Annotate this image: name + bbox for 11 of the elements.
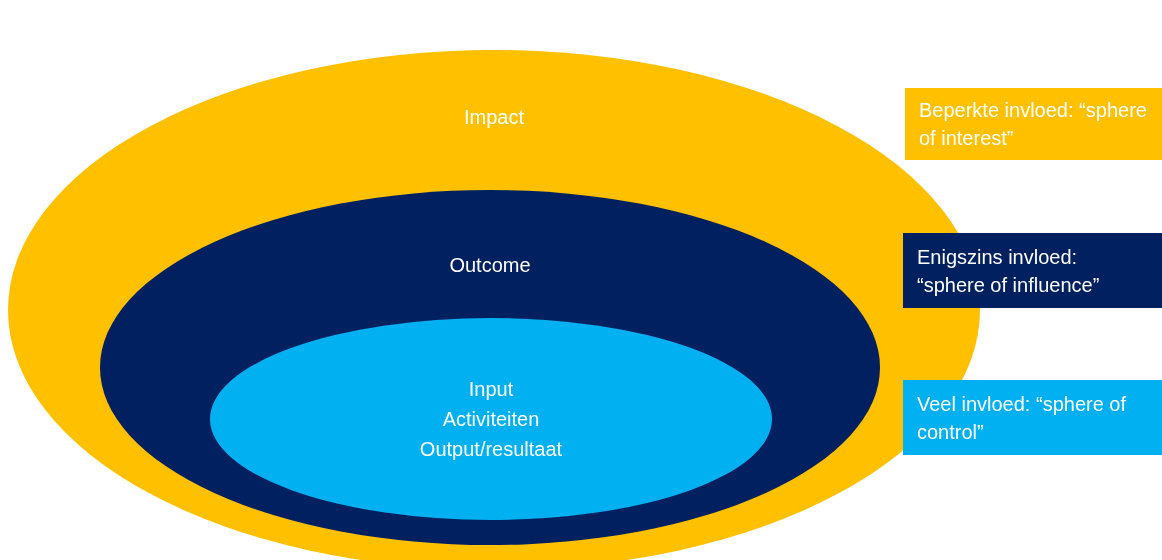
label-text: Enigszins invloed: “sphere of influence” [917, 244, 1101, 298]
label-text: Beperkte invloed: “sphere of interest” [919, 98, 1148, 151]
ellipse-label: Outcome [449, 253, 531, 278]
label-box [903, 88, 1162, 162]
ellipse-label: Activiteiten [442, 407, 540, 432]
ellipse-label: Impact [464, 105, 524, 130]
label-box [903, 380, 1162, 455]
label-text: Veel invloed: “sphere of control” [917, 391, 1128, 445]
ellipse-label: Output/resultaat [419, 437, 563, 462]
label-box [903, 233, 1162, 308]
ellipse-label: Input [468, 377, 514, 402]
